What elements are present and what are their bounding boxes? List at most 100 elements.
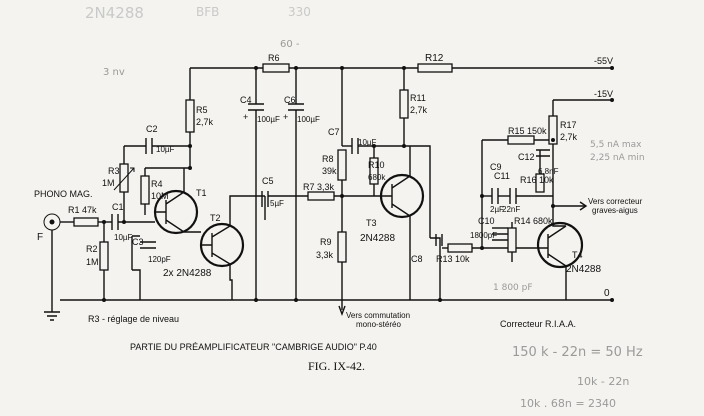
- pencil-note-calc1: 150 k - 22n = 50 Hz: [512, 345, 643, 360]
- resistor-r5: [185, 99, 195, 133]
- pencil-note-min: 2,25 nA min: [590, 153, 645, 163]
- resistor-r13: [447, 243, 473, 253]
- label-r4: R4: [151, 179, 163, 189]
- ghost-text-2: BFB: [196, 5, 219, 19]
- value-r17: 2,7k: [560, 132, 578, 142]
- value-c5: 5µF: [270, 199, 284, 208]
- figure-caption: FIG. IX-42.: [308, 359, 365, 373]
- value-c10: 1800pF: [470, 231, 497, 240]
- label-c1: C1: [112, 202, 124, 212]
- value-c12: 6,8nF: [538, 167, 559, 176]
- label-r11: R11: [410, 93, 426, 103]
- label-r16: R16 10k: [520, 175, 554, 185]
- transistor-t3-pins: [382, 175, 411, 217]
- value-r10: 680k: [368, 173, 386, 182]
- label-phono-mag: PHONO MAG.: [34, 189, 93, 199]
- capacitor-c11: [509, 188, 517, 204]
- transistor-t4: [536, 221, 584, 269]
- resistor-r8: [337, 149, 347, 181]
- potentiometer-r3: [119, 163, 129, 193]
- pencil-note-60: 60 -: [280, 39, 300, 50]
- label-55v: -55V: [594, 56, 613, 66]
- wire-t3-c8: [404, 145, 431, 238]
- label-r17: R17: [560, 120, 577, 130]
- label-r13: R13: [436, 254, 453, 264]
- resistor-r9: [337, 231, 347, 263]
- resistor-r14: [507, 227, 517, 253]
- label-c6: C6: [284, 95, 296, 105]
- value-c2: 10µF: [156, 145, 175, 154]
- label-c8: C8: [411, 254, 423, 264]
- label-output-2: graves-aigus: [592, 206, 638, 215]
- label-f: F: [37, 232, 43, 243]
- wire-t3: [403, 118, 411, 300]
- label-mono-stereo: mono-stéréo: [356, 320, 401, 329]
- value-c11: 22nF: [502, 205, 520, 214]
- resistor-r1: [73, 217, 99, 227]
- resistor-r6: [262, 63, 290, 73]
- label-r5: R5: [196, 105, 208, 115]
- label-t2: T2: [210, 213, 221, 223]
- resistor-r15: [507, 135, 535, 145]
- transistor-t3: [379, 173, 425, 219]
- polarity-c4: +: [243, 112, 248, 122]
- resistor-r7: [307, 191, 335, 201]
- label-r3: R3: [108, 166, 120, 176]
- label-c3: C3: [132, 237, 144, 247]
- phono-jack-center: [49, 219, 55, 225]
- pencil-note-max: 5,5 nA max: [590, 140, 642, 150]
- label-t1: T1: [196, 188, 207, 198]
- value-c7: 10µF: [358, 138, 377, 147]
- label-t4-type: 2N4288: [566, 264, 601, 275]
- resistor-r2: [99, 241, 109, 271]
- polarity-c6: +: [283, 112, 288, 122]
- value-c1: 10µF: [114, 233, 133, 242]
- value-r9: 3,3k: [316, 250, 334, 260]
- value-r3: 1M: [102, 178, 115, 188]
- wire-c3: [131, 235, 141, 300]
- capacitor-c10: [492, 233, 508, 241]
- wire-c8: [430, 237, 441, 300]
- label-ground: 0: [604, 288, 610, 299]
- terminal-15v: [610, 98, 614, 102]
- transistor-t4-pins: [518, 225, 567, 267]
- value-r5: 2,7k: [196, 117, 214, 127]
- label-c7: C7: [328, 127, 340, 137]
- arrow-output: [579, 201, 588, 211]
- value-r11: 2,7k: [410, 105, 428, 115]
- transistor-t1-pins: [155, 191, 185, 233]
- value-c4: 100µF: [257, 115, 280, 124]
- resistor-r4: [140, 175, 150, 205]
- label-c2: C2: [146, 124, 158, 134]
- label-c12: C12: [518, 152, 535, 162]
- label-t4: T4: [572, 250, 583, 260]
- label-r3-caption: R3 - réglage de niveau: [88, 314, 179, 324]
- label-riaa: Correcteur R.I.A.A.: [500, 319, 576, 329]
- value-c6: 100µF: [297, 115, 320, 124]
- label-r2: R2: [86, 244, 98, 254]
- label-c5: C5: [262, 176, 274, 186]
- capacitor-c1: [111, 214, 119, 230]
- label-r12: R12: [425, 53, 444, 64]
- label-r9: R9: [320, 237, 332, 247]
- label-r1: R1 47k: [68, 205, 97, 215]
- label-r7: R7 3,3k: [303, 182, 335, 192]
- transistor-t2-pins: [201, 225, 231, 265]
- value-r4: 10M: [151, 191, 169, 201]
- resistor-r11: [399, 89, 409, 119]
- capacitor-c3: [140, 241, 156, 249]
- label-t1t2-type: 2x 2N4288: [163, 268, 212, 279]
- ghost-text-3: 330: [288, 5, 311, 19]
- capacitor-c2: [145, 138, 153, 154]
- diagram-title: PARTIE DU PRÉAMPLIFICATEUR "CAMBRIGE AUD…: [130, 342, 377, 352]
- pencil-note-3nv: 3 nv: [103, 67, 125, 78]
- terminal-ground: [610, 298, 614, 302]
- value-r13: 10k: [455, 254, 470, 264]
- label-output-1: Vers correcteur: [588, 197, 643, 206]
- value-r8: 39k: [322, 166, 337, 176]
- terminal-55v: [610, 66, 614, 70]
- value-r2: 1M: [86, 257, 99, 267]
- pencil-note-calc2: 10k - 22n: [577, 375, 629, 388]
